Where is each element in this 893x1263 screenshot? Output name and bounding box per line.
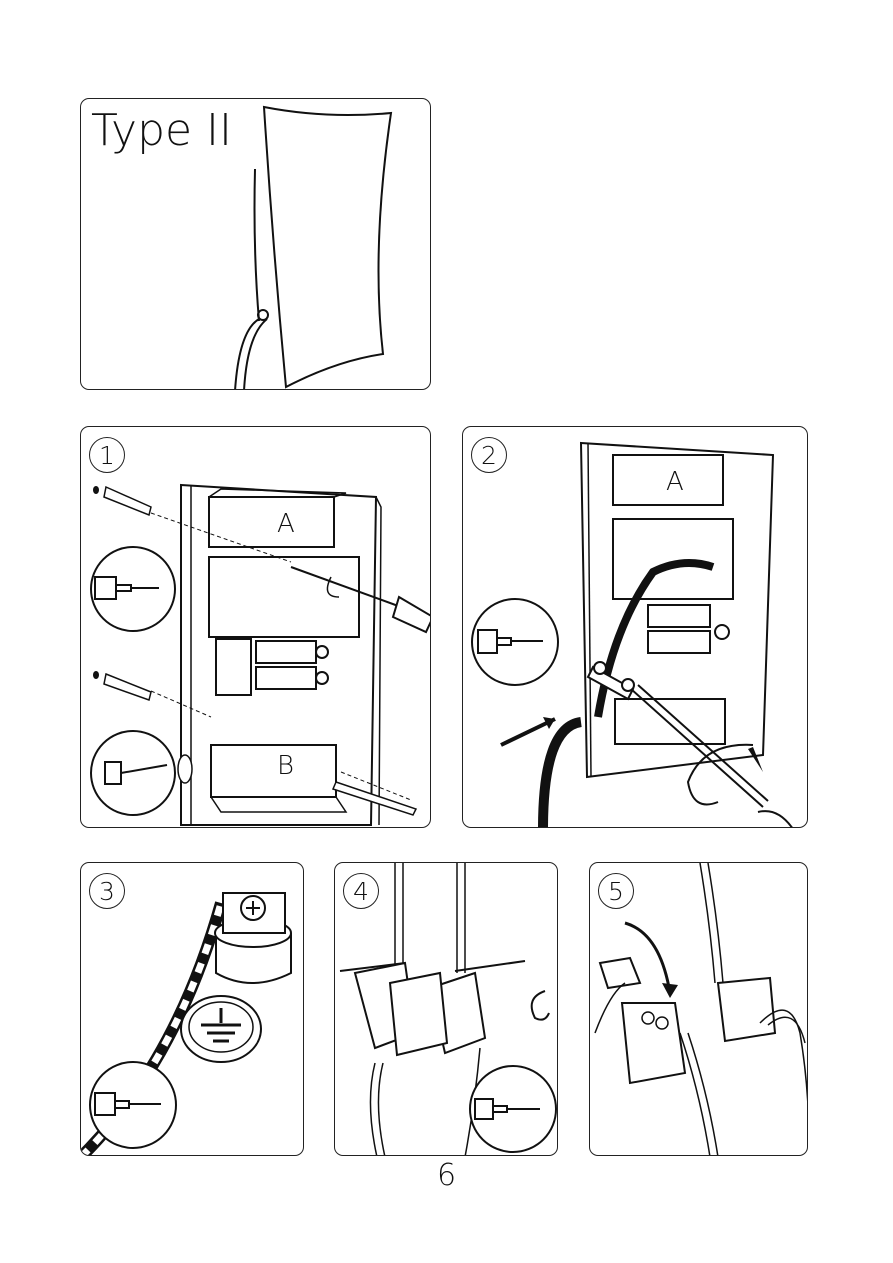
panel-step-5: 5: [589, 862, 808, 1156]
step-1-illustration: [81, 427, 431, 828]
panel-step-2: 2 A: [462, 426, 808, 828]
step-number-2: 2: [471, 437, 507, 473]
panel-step-4: 4: [334, 862, 558, 1156]
panel-step-1: 1 A B: [80, 426, 431, 828]
step-2-illustration: [463, 427, 808, 828]
lamp-illustration: [81, 99, 431, 390]
box-label-a: A: [666, 467, 684, 497]
step-number-1: 1: [89, 437, 125, 473]
panel-type-ii: Type II: [80, 98, 431, 390]
box-label-a: A: [277, 509, 295, 539]
panel-step-3: 3: [80, 862, 304, 1156]
step-number-4: 4: [343, 873, 379, 909]
page-number: 6: [0, 1158, 893, 1193]
box-label-b: B: [277, 751, 294, 781]
step-number-3: 3: [89, 873, 125, 909]
step-number-5: 5: [598, 873, 634, 909]
